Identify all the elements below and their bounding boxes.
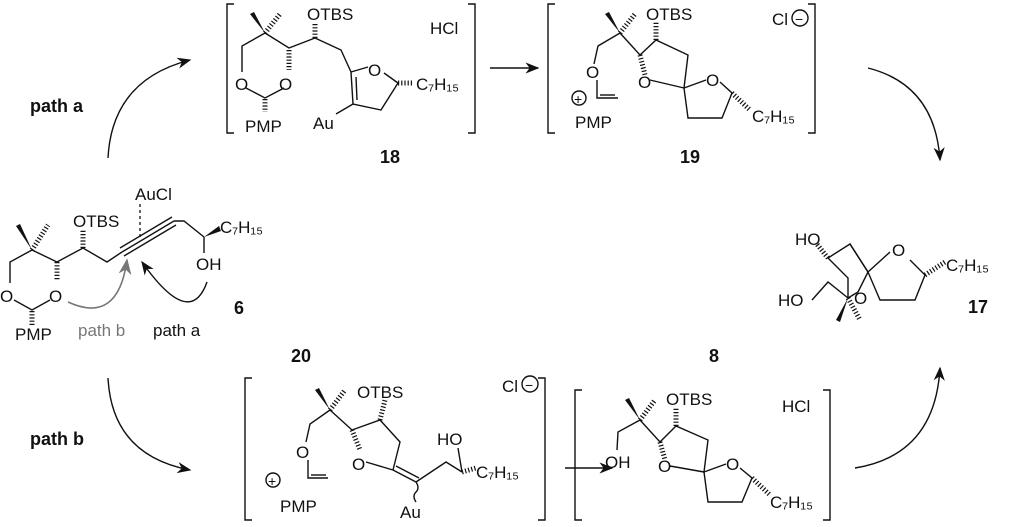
hydroxyl-group: HO: [795, 230, 821, 249]
otbs-group: OTBS: [666, 390, 712, 409]
positive-charge-icon: [571, 90, 587, 106]
positive-charge-icon: [265, 472, 281, 488]
heptyl-chain: C₇H₁₅: [752, 107, 795, 126]
heptyl-chain: C₇H₁₅: [220, 218, 263, 237]
wavy-bond: [413, 481, 419, 503]
compound-8: OH OTBS O O C₇H₁₅ HCl: [574, 389, 831, 521]
ring-oxygen: O: [0, 287, 13, 306]
ring-oxygen: O: [726, 455, 739, 474]
hydroxyl-group: OH: [605, 453, 631, 472]
negative-charge: −: [795, 11, 803, 27]
ring-oxygen: O: [352, 455, 365, 474]
path-a-label: path a: [30, 96, 84, 116]
ring-oxygen: O: [235, 75, 248, 94]
otbs-group: OTBS: [73, 212, 119, 231]
path-a-curved-arrow: [141, 260, 208, 303]
compound-19: O + PMP OTBS O O C₇H₁₅ Cl − 19: [547, 3, 816, 167]
ring-oxygen: O: [706, 71, 719, 90]
heptyl-chain: C₇H₁₅: [416, 75, 459, 94]
ring-oxygen: O: [892, 241, 905, 260]
negative-charge-icon: [521, 375, 539, 393]
positive-charge: +: [268, 473, 276, 489]
pmp-group: PMP: [245, 117, 282, 136]
hydroxyl-group: HO: [437, 430, 463, 449]
ring-oxygen: O: [638, 73, 651, 92]
path-b-inline-label: path b: [78, 321, 125, 340]
negative-charge: −: [525, 377, 533, 393]
chloride-ion: Cl: [502, 377, 518, 396]
arrow-19-to-17: [867, 67, 945, 162]
hydroxyl-group: OH: [196, 255, 222, 274]
compound-label-8: 8: [709, 346, 719, 366]
aucl-catalyst: AuCl: [135, 185, 172, 204]
compound-label-19: 19: [680, 147, 700, 167]
chloride-ion: Cl: [772, 10, 788, 29]
arrow-8-to-17: [854, 366, 945, 469]
hcl-byproduct: HCl: [782, 397, 810, 416]
heptyl-chain: C₇H₁₅: [946, 256, 989, 275]
positive-charge: +: [574, 91, 582, 107]
path-b-label: path b: [30, 429, 84, 449]
heptyl-chain: C₇H₁₅: [476, 463, 519, 482]
path-b-curved-arrow: [67, 258, 132, 309]
compound-label-18: 18: [380, 147, 400, 167]
otbs-group: OTBS: [357, 383, 403, 402]
path-a-inline-label: path a: [153, 321, 201, 340]
ring-oxygen: O: [49, 287, 62, 306]
ring-oxygen: O: [658, 457, 671, 476]
compound-20: O + PMP OTBS O HO C₇H₁₅ Au Cl −: [244, 375, 546, 522]
pmp-group: PMP: [280, 497, 317, 516]
furan-oxygen: O: [368, 61, 381, 80]
compound-18: O O PMP OTBS O C₇H₁₅ Au HCl 18: [226, 3, 476, 167]
oxocarbenium-oxygen: O: [586, 63, 599, 82]
pmp-group: PMP: [575, 113, 612, 132]
negative-charge-icon: [791, 9, 809, 27]
ring-oxygen: O: [854, 289, 867, 308]
otbs-group: OTBS: [307, 5, 353, 24]
path-b-arrow: [107, 377, 192, 474]
compound-6: O O PMP OTBS AuCl C₇H₁₅ OH 6 path b path…: [0, 185, 263, 344]
oxocarbenium-oxygen: O: [296, 443, 309, 462]
gold-substituent: Au: [313, 114, 334, 133]
pmp-group: PMP: [15, 325, 52, 344]
ring-oxygen: O: [279, 75, 292, 94]
gold-substituent: Au: [400, 503, 421, 522]
hcl-byproduct: HCl: [430, 19, 458, 38]
compound-label-17: 17: [968, 297, 988, 317]
heptyl-chain: C₇H₁₅: [770, 493, 813, 512]
otbs-group: OTBS: [646, 5, 692, 24]
hydroxyl-group: HO: [778, 291, 804, 310]
compound-label-6: 6: [234, 298, 244, 318]
compound-label-20: 20: [291, 346, 311, 366]
compound-17: HO HO O O C₇H₁₅ 17: [778, 230, 989, 322]
path-a-arrow: [107, 57, 192, 159]
